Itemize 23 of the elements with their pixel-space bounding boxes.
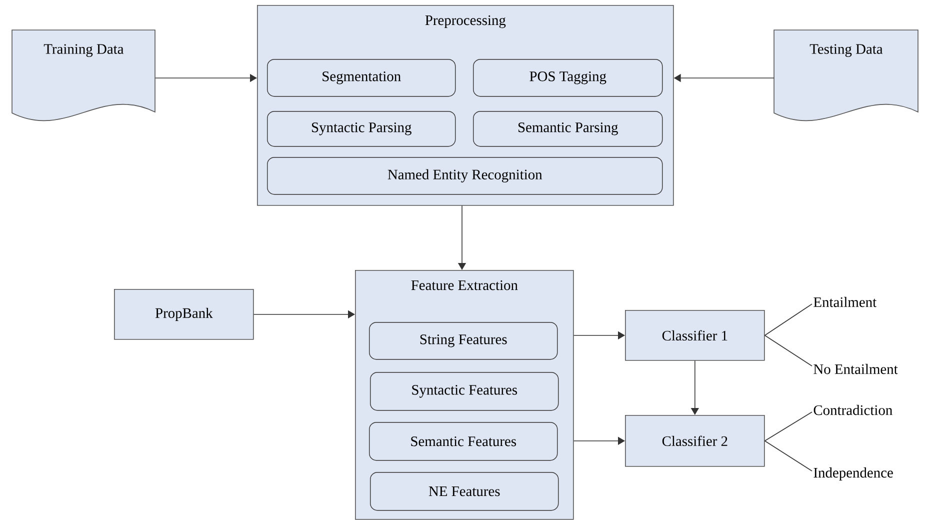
step-box: Semantic Parsing bbox=[473, 111, 663, 147]
process-box: Classifier 2 bbox=[625, 415, 765, 467]
step-box: String Features bbox=[369, 322, 558, 360]
step-box: Syntactic Parsing bbox=[267, 111, 456, 147]
connector-line bbox=[764, 335, 812, 366]
step-box: Syntactic Features bbox=[370, 372, 559, 411]
step-box: Semantic Features bbox=[369, 422, 558, 461]
arrow bbox=[253, 310, 355, 318]
step-box: Segmentation bbox=[267, 59, 456, 97]
step-box: NE Features bbox=[370, 472, 559, 511]
process-box: PropBank bbox=[114, 289, 254, 340]
connector-line bbox=[764, 440, 812, 472]
output-label: Contradiction bbox=[814, 404, 892, 416]
output-label: Independence bbox=[814, 467, 893, 481]
arrow bbox=[573, 436, 625, 445]
arrow bbox=[573, 331, 625, 340]
process-box: Classifier 1 bbox=[625, 310, 765, 361]
connector-line bbox=[764, 412, 812, 442]
connector-line bbox=[764, 304, 812, 336]
output-label: Entailment bbox=[814, 296, 877, 308]
output-label: No Entailment bbox=[814, 364, 898, 374]
step-box: Named Entity Recognition bbox=[267, 157, 663, 195]
step-box: POS Tagging bbox=[473, 59, 663, 97]
